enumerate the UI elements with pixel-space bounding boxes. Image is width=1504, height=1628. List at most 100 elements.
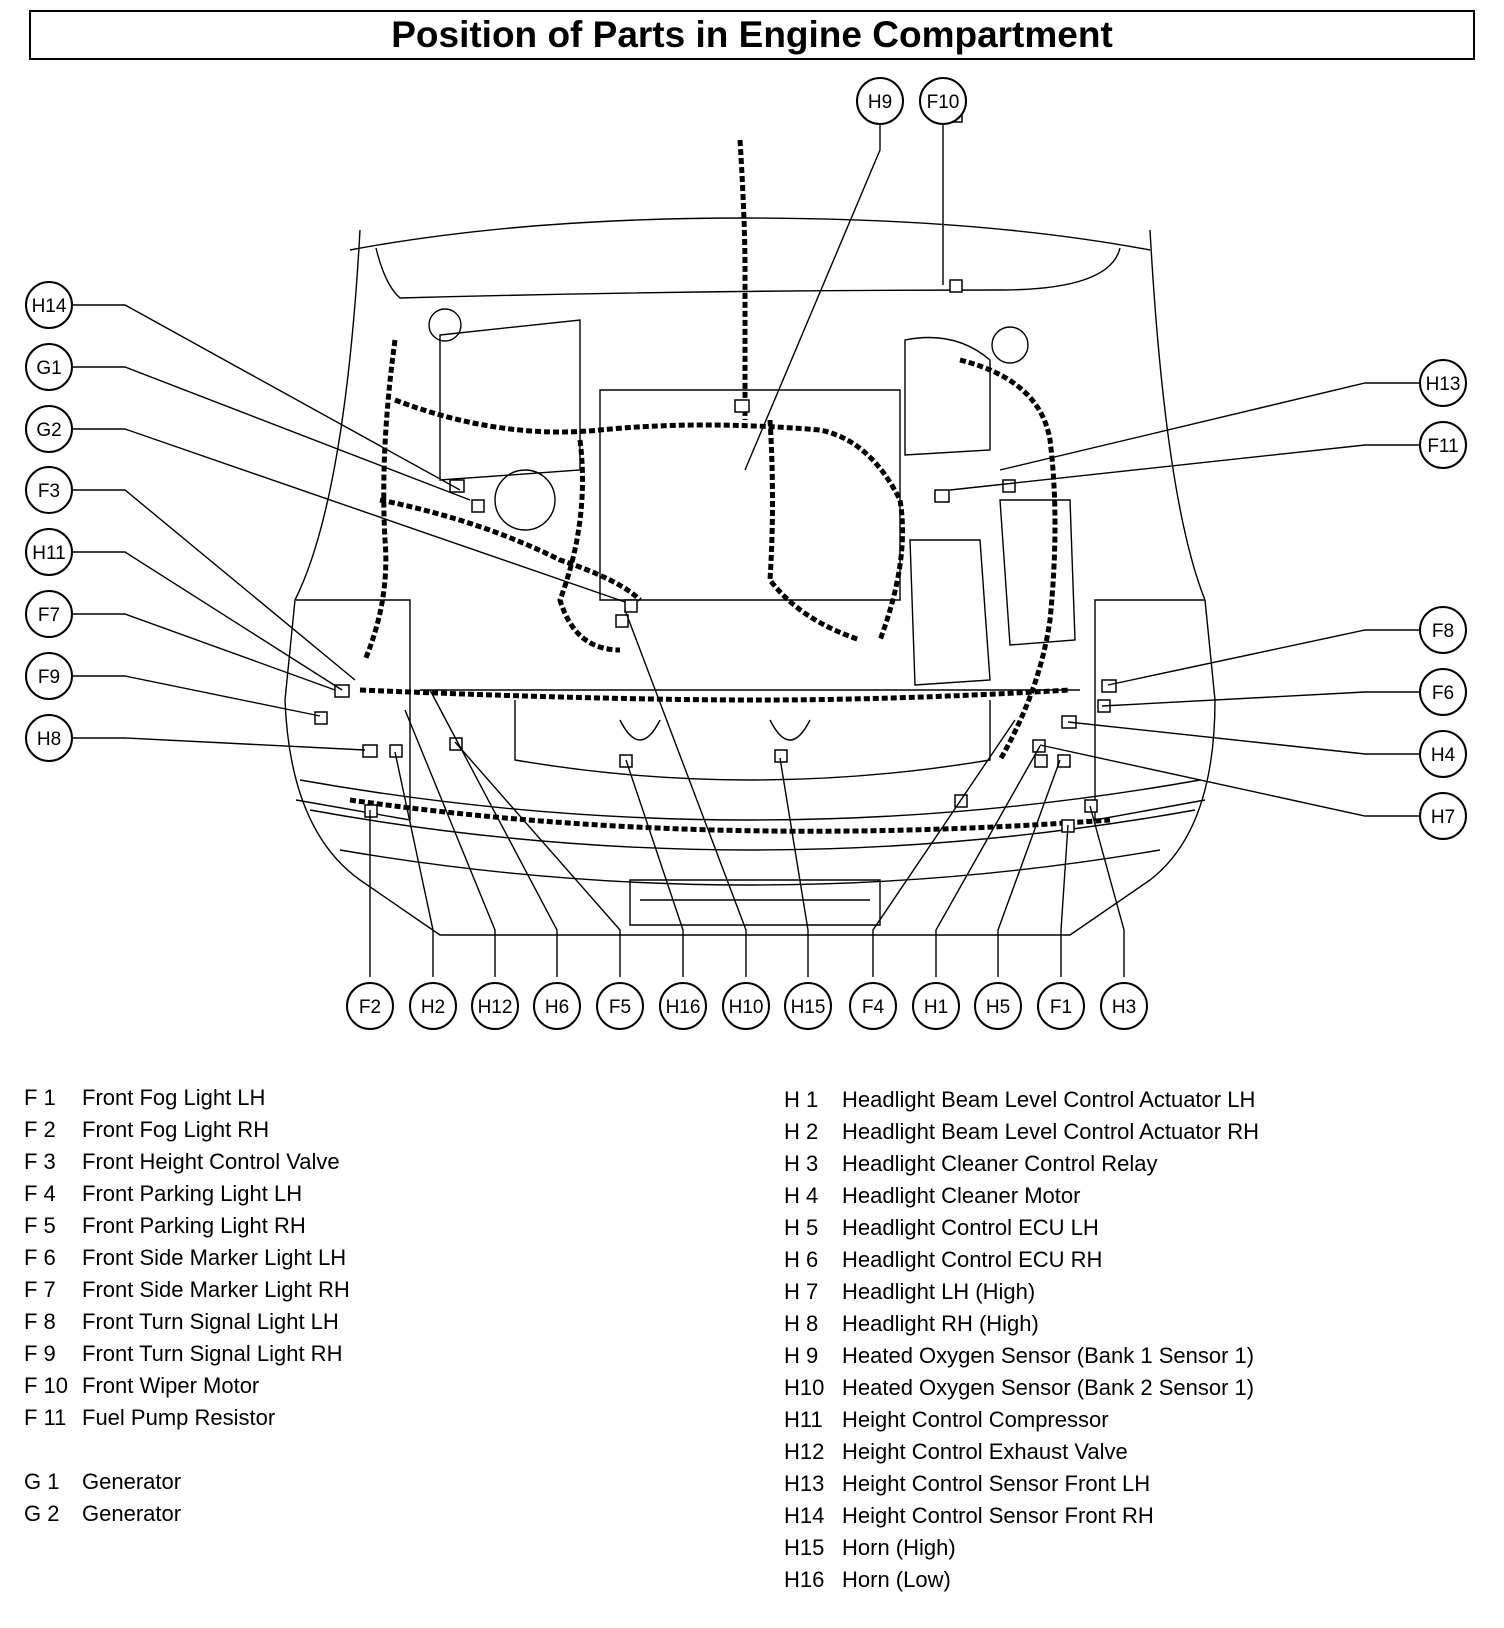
callout-label: F6 bbox=[1432, 683, 1454, 704]
callout-H5: H5 bbox=[974, 982, 1022, 1030]
legend-code: F 6 bbox=[24, 1245, 56, 1270]
legend-code: H 9 bbox=[784, 1343, 819, 1368]
legend-code: F 8 bbox=[24, 1309, 56, 1334]
callout-label: F8 bbox=[1432, 621, 1454, 642]
legend-name: Front Fog Light RH bbox=[82, 1117, 270, 1142]
legend-item: F 7 Front Side Marker Light RH bbox=[24, 1274, 350, 1306]
connectors bbox=[314, 109, 1117, 833]
legend-name: Generator bbox=[82, 1469, 182, 1494]
legend-item: H11 Height Control Compressor bbox=[784, 1404, 1259, 1436]
legend-code: F 3 bbox=[24, 1149, 56, 1174]
callout-label: H2 bbox=[421, 997, 445, 1018]
legend-name: Headlight Control ECU LH bbox=[842, 1215, 1099, 1240]
callout-label: H5 bbox=[986, 997, 1010, 1018]
legend-name: Height Control Compressor bbox=[842, 1407, 1109, 1432]
legend-code: H 3 bbox=[784, 1151, 819, 1176]
callout-label: H15 bbox=[791, 997, 826, 1018]
legend-name: Horn (High) bbox=[842, 1535, 956, 1560]
callout-label: H12 bbox=[478, 997, 513, 1018]
callout-label: F9 bbox=[38, 667, 60, 688]
legend-code: H 2 bbox=[784, 1119, 819, 1144]
legend-item: F 8 Front Turn Signal Light LH bbox=[24, 1306, 350, 1338]
legend-name: Front Turn Signal Light LH bbox=[82, 1309, 339, 1334]
callout-H8: H8 bbox=[25, 714, 73, 762]
callout-H9: H9 bbox=[856, 77, 904, 125]
legend-code: F 5 bbox=[24, 1213, 56, 1238]
legend-name: Front Parking Light LH bbox=[82, 1181, 303, 1206]
callout-label: H6 bbox=[545, 997, 569, 1018]
legend-item: H 2 Headlight Beam Level Control Actuator… bbox=[784, 1116, 1259, 1148]
callout-F11: F11 bbox=[1419, 421, 1467, 469]
wire-harness bbox=[349, 139, 1111, 834]
legend-item: F 9 Front Turn Signal Light RH bbox=[24, 1338, 350, 1370]
callout-F8: F8 bbox=[1419, 606, 1467, 654]
legend-name: Generator bbox=[82, 1501, 182, 1526]
legend-code: H 6 bbox=[784, 1247, 819, 1272]
callout-G2: G2 bbox=[25, 405, 73, 453]
legend-item: F 11 Fuel Pump Resistor bbox=[24, 1402, 350, 1434]
legend-name: Front Parking Light RH bbox=[82, 1213, 306, 1238]
callout-label: H10 bbox=[729, 997, 764, 1018]
legend-name: Headlight RH (High) bbox=[842, 1311, 1039, 1336]
legend-code: H 7 bbox=[784, 1279, 819, 1304]
legend-name: Front Wiper Motor bbox=[82, 1373, 260, 1398]
callout-F1: F1 bbox=[1037, 982, 1085, 1030]
callout-label: H8 bbox=[37, 729, 61, 750]
legend-code: H 1 bbox=[784, 1087, 819, 1112]
callout-H2: H2 bbox=[409, 982, 457, 1030]
legend-code: H14 bbox=[784, 1503, 825, 1528]
legend-code: H 8 bbox=[784, 1311, 819, 1336]
legend-code: F 7 bbox=[24, 1277, 56, 1302]
callout-label: H13 bbox=[1426, 374, 1461, 395]
legend-name: Headlight Control ECU RH bbox=[842, 1247, 1103, 1272]
callout-label: H14 bbox=[32, 296, 67, 317]
legend-code: F 2 bbox=[24, 1117, 56, 1142]
callout-label: F2 bbox=[359, 997, 381, 1018]
callout-H14: H14 bbox=[25, 281, 73, 329]
callout-label: F11 bbox=[1427, 436, 1458, 457]
legend-name: Headlight Cleaner Motor bbox=[842, 1183, 1081, 1208]
legend-code: H11 bbox=[784, 1407, 823, 1432]
legend-right: H 1 Headlight Beam Level Control Actuator… bbox=[784, 1084, 1259, 1596]
callout-H7: H7 bbox=[1419, 792, 1467, 840]
callouts: H9 F10 H14 G1 G2 F3 H11 F7 F9 H8 H13 F11… bbox=[25, 77, 1467, 1030]
callout-H6: H6 bbox=[533, 982, 581, 1030]
legend-name: Front Turn Signal Light RH bbox=[82, 1341, 343, 1366]
callout-label: F7 bbox=[38, 605, 60, 626]
legend-code: H12 bbox=[784, 1439, 825, 1464]
callout-label: G1 bbox=[36, 358, 61, 379]
legend-code: H 5 bbox=[784, 1215, 819, 1240]
legend-code: F 10 bbox=[24, 1373, 69, 1398]
callout-F2: F2 bbox=[346, 982, 394, 1030]
legend-item: H 6 Headlight Control ECU RH bbox=[784, 1244, 1259, 1276]
legend-code: H16 bbox=[784, 1567, 825, 1592]
leader-lines bbox=[73, 124, 1420, 977]
callout-H1: H1 bbox=[912, 982, 960, 1030]
callout-F6: F6 bbox=[1419, 668, 1467, 716]
legend-code: H13 bbox=[784, 1471, 825, 1496]
callout-label: H4 bbox=[1431, 745, 1456, 766]
callout-label: F3 bbox=[38, 481, 60, 502]
legend-name: Front Side Marker Light LH bbox=[82, 1245, 347, 1270]
legend-code: F 1 bbox=[24, 1085, 56, 1110]
callout-H4: H4 bbox=[1419, 730, 1467, 778]
callout-label: F10 bbox=[927, 92, 960, 113]
legend-name: Front Side Marker Light RH bbox=[82, 1277, 350, 1302]
callout-label: H7 bbox=[1431, 807, 1455, 828]
callout-F5: F5 bbox=[596, 982, 644, 1030]
legend-code: F 11 bbox=[24, 1405, 67, 1430]
car-outline bbox=[284, 217, 1216, 936]
callout-F3: F3 bbox=[25, 466, 73, 514]
legend-name: Heated Oxygen Sensor (Bank 1 Sensor 1) bbox=[842, 1343, 1255, 1368]
legend-name: Headlight Beam Level Control Actuator RH bbox=[842, 1119, 1259, 1144]
legend-code: F 9 bbox=[24, 1341, 56, 1366]
legend-name: Fuel Pump Resistor bbox=[82, 1405, 276, 1430]
